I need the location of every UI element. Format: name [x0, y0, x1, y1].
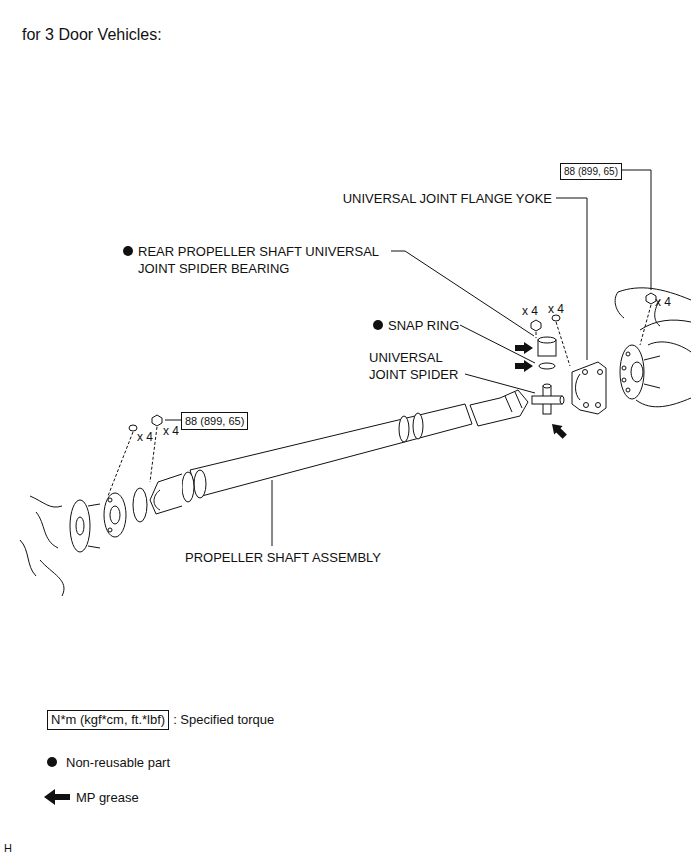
propeller-shaft — [133, 488, 147, 522]
transfer-housing — [640, 320, 691, 330]
leader-lines — [556, 198, 587, 360]
leader-lines — [622, 170, 651, 290]
figure-code: H — [4, 840, 12, 854]
part-name: UNIVERSAL JOINT SPIDER — [369, 349, 458, 383]
universal-joint-spider — [532, 396, 562, 404]
propeller-shaft — [104, 390, 528, 537]
propeller-shaft — [505, 392, 522, 412]
left-nuts — [129, 425, 137, 431]
universal-joint-spider — [560, 396, 564, 404]
propeller-shaft — [150, 474, 182, 514]
propeller-shaft — [182, 472, 194, 502]
spider-bearing — [539, 363, 555, 369]
nut — [640, 305, 651, 345]
part-name: REAR PROPELLER SHAFT UNIVERSAL JOINT SPI… — [138, 243, 379, 277]
non-reusable-dot — [373, 320, 383, 330]
front-housing — [36, 512, 58, 548]
leader-lines — [465, 374, 535, 393]
propeller-shaft — [413, 413, 423, 439]
rear-flange — [622, 366, 626, 370]
legend-text: : Specified torque — [173, 711, 274, 728]
torque-value: 88 (899, 65) — [564, 166, 618, 177]
rear-flange — [620, 345, 644, 399]
rear-flange — [622, 378, 626, 382]
rear-flange — [631, 362, 643, 382]
propeller-shaft — [194, 470, 206, 498]
front-housing — [30, 496, 62, 507]
flange-yoke — [584, 403, 589, 408]
propeller-shaft — [108, 498, 112, 502]
legend-torque-box: N*m (kgf*cm, ft.*lbf) — [47, 710, 169, 730]
bolts-washers — [531, 315, 570, 366]
front-housing — [20, 540, 36, 576]
diagram-title: for 3 Door Vehicles: — [22, 25, 162, 44]
flange-yoke — [572, 362, 606, 414]
grease-arrow — [515, 360, 533, 372]
front-flange — [70, 500, 100, 552]
rear-flange — [626, 388, 630, 392]
transfer-housing — [636, 398, 691, 407]
left-nuts — [108, 415, 162, 496]
leader-lines — [272, 480, 273, 546]
torque-value: N*m (kgf*cm, ft.*lbf) — [51, 712, 165, 727]
part-name: PROPELLER SHAFT ASSEMBLY — [185, 549, 381, 566]
bolts-washers — [536, 322, 570, 366]
nut — [640, 293, 656, 345]
flange-yoke — [572, 362, 606, 414]
grease-arrow — [515, 342, 533, 354]
non-reusable-dot — [123, 246, 133, 256]
part-name: UNIVERSAL JOINT FLANGE YOKE — [343, 190, 552, 207]
transfer-housing — [615, 288, 691, 407]
left-nuts — [108, 427, 157, 496]
propeller-shaft — [104, 493, 126, 537]
torque-box: 88 (899, 65) — [181, 412, 248, 430]
legend-symbol — [47, 757, 57, 767]
flange-yoke — [583, 370, 588, 375]
leader-lines — [460, 325, 535, 363]
torque-value: 88 (899, 65) — [185, 415, 244, 427]
front-flange — [70, 500, 90, 552]
propeller-shaft — [110, 506, 120, 524]
flange-yoke — [576, 374, 581, 400]
front-flange — [76, 517, 84, 535]
nut — [646, 293, 656, 304]
universal-joint-spider — [532, 384, 564, 414]
quantity: x 4 — [522, 303, 538, 320]
legend-text: Non-reusable part — [66, 754, 170, 771]
legend-symbol — [44, 789, 70, 805]
quantity: x 4 — [548, 301, 564, 318]
propeller-shaft — [108, 528, 112, 532]
part-name: SNAP RING — [388, 317, 459, 334]
propeller-shaft — [399, 416, 409, 442]
quantity: x 4 — [163, 423, 179, 440]
transfer-housing — [648, 342, 691, 352]
transfer-housing — [615, 292, 624, 318]
rear-flange — [620, 345, 660, 399]
grease-arrow — [548, 420, 569, 441]
leader-lines — [165, 170, 651, 546]
flange-yoke — [596, 403, 601, 408]
front-flange — [88, 504, 100, 548]
torque-box: 88 (899, 65) — [560, 163, 622, 180]
universal-joint-spider — [543, 384, 551, 388]
rear-flange — [644, 356, 660, 388]
flange-yoke — [598, 370, 603, 375]
quantity: x 4 — [655, 294, 671, 311]
front-housing — [40, 560, 64, 596]
propeller-shaft — [154, 490, 160, 510]
spider-bearing — [538, 337, 556, 343]
leader-lines — [165, 420, 181, 421]
spider-bearing — [538, 337, 556, 369]
grease-arrow — [515, 342, 569, 441]
left-nuts — [152, 415, 162, 426]
legend-text: MP grease — [76, 789, 139, 806]
propeller-shaft — [470, 390, 528, 426]
rear-flange — [626, 352, 630, 356]
bolts-washers — [531, 320, 541, 331]
front-housing — [20, 496, 64, 596]
quantity: x 4 — [137, 429, 153, 446]
